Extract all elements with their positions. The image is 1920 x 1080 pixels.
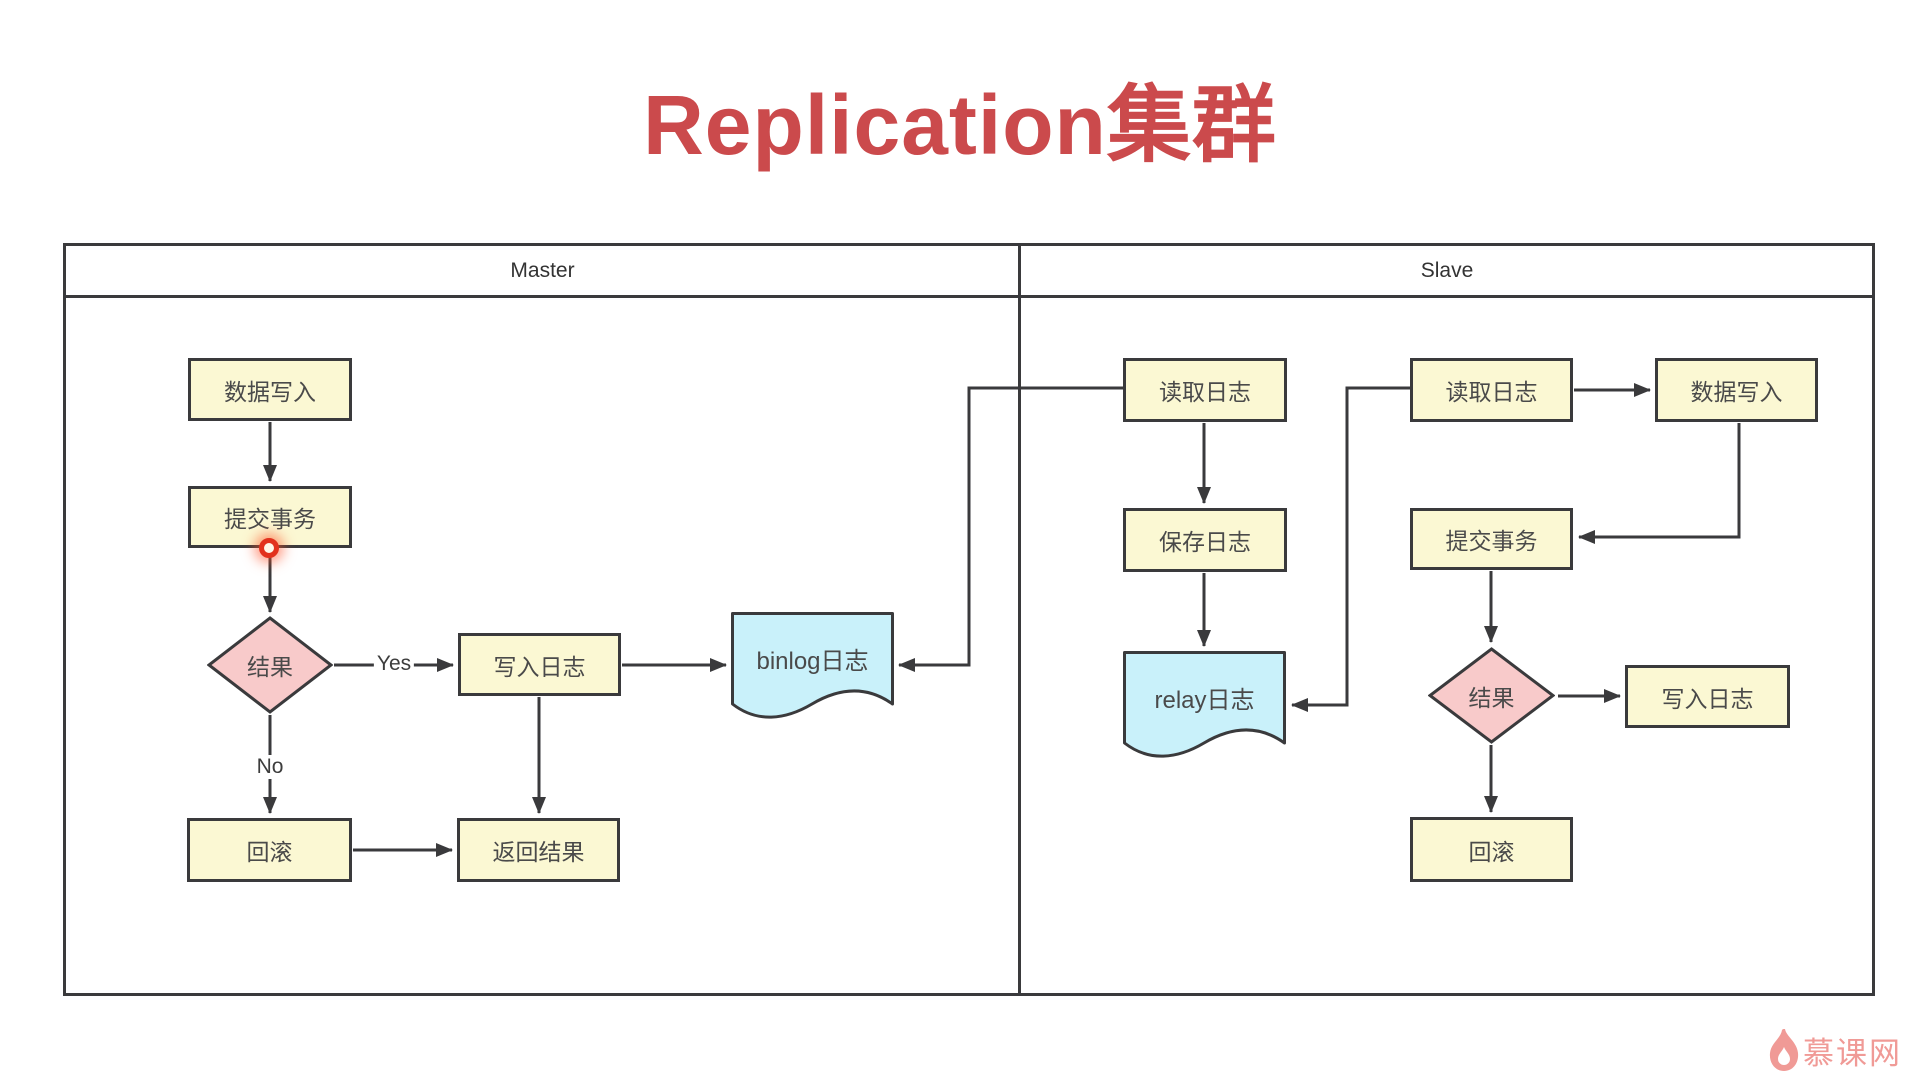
node-master-commit: 提交事务: [188, 486, 352, 548]
flame-icon: [1769, 1028, 1799, 1071]
node-slave-save-log: 保存日志: [1123, 508, 1287, 572]
node-slave-result-diamond: 结果: [1428, 647, 1555, 744]
diamond-shape-icon: [207, 616, 333, 714]
node-master-return-result: 返回结果: [457, 818, 620, 882]
node-master-rollback: 回滚: [187, 818, 352, 882]
brand-watermark: 慕课网: [1769, 1028, 1902, 1073]
node-slave-result-label: 结果: [1468, 684, 1515, 711]
node-binlog-label: binlog日志: [756, 648, 869, 675]
edge-label-no: No: [253, 755, 287, 779]
node-master-result-diamond: 结果: [207, 616, 333, 714]
node-slave-data-write: 数据写入: [1655, 358, 1818, 422]
swimlane-header: Master Slave: [63, 243, 1875, 298]
node-slave-read-log-1: 读取日志: [1123, 358, 1287, 422]
document-shape-icon: [1123, 651, 1286, 758]
page-title: Replication集群: [643, 78, 1277, 172]
node-slave-commit: 提交事务: [1410, 508, 1573, 570]
node-slave-write-log: 写入日志: [1625, 665, 1790, 728]
node-master-result-label: 结果: [247, 654, 293, 680]
node-slave-rollback: 回滚: [1410, 817, 1573, 882]
node-master-data-write: 数据写入: [188, 358, 352, 421]
brand-name: 慕课网: [1803, 1036, 1902, 1071]
lane-header-slave: Slave: [1420, 258, 1474, 282]
edge-label-yes: Yes: [373, 652, 415, 676]
document-shape-icon: [731, 612, 894, 719]
diamond-shape-icon: [1428, 647, 1555, 744]
node-slave-read-log-2: 读取日志: [1410, 358, 1573, 422]
node-relay-label: relay日志: [1154, 687, 1255, 714]
lane-header-master: Master: [510, 258, 575, 282]
red-click-dot-icon: [259, 538, 279, 558]
node-relay-document: relay日志: [1123, 651, 1286, 766]
node-master-write-log: 写入日志: [458, 633, 621, 696]
lane-divider: [1018, 243, 1021, 996]
node-binlog-document: binlog日志: [731, 612, 894, 727]
